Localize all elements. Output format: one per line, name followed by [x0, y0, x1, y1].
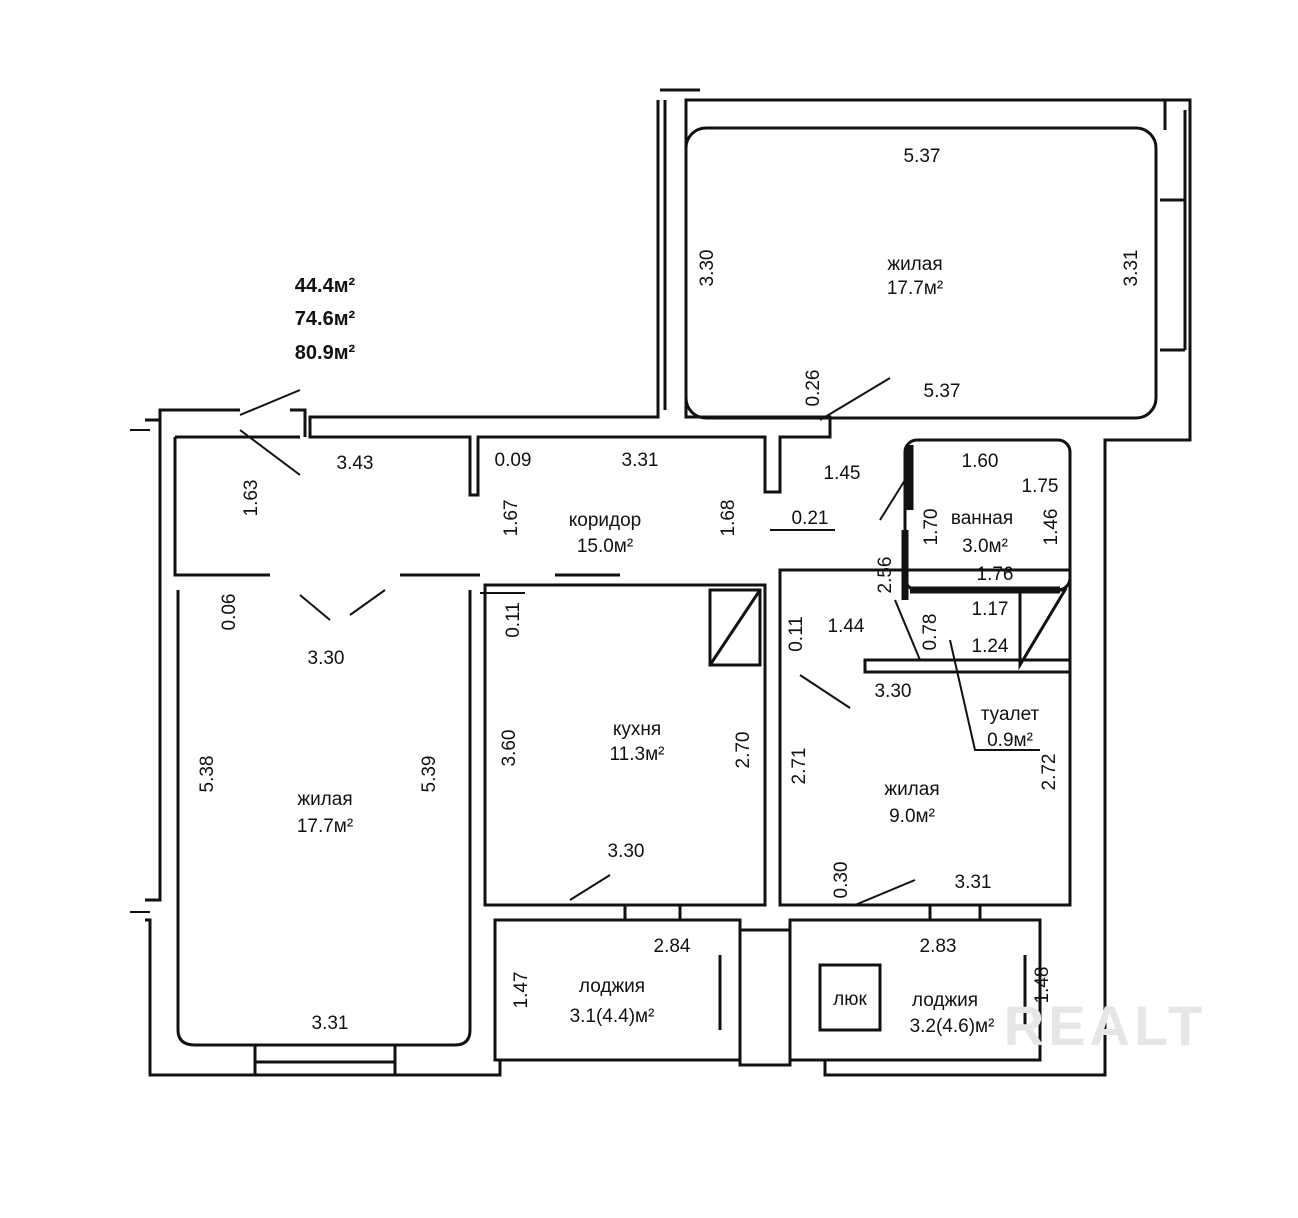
- dimensions: 5.37 3.30 3.31 0.26 5.37 3.43 0.09 3.31 …: [197, 146, 1142, 1034]
- room-name: коридор: [569, 510, 642, 531]
- dimension: 0.30: [831, 862, 852, 899]
- dimension: 1.47: [511, 972, 532, 1009]
- dimension: 1.44: [828, 616, 865, 637]
- dimension: 1.68: [718, 500, 739, 537]
- dimension: 2.84: [654, 936, 691, 957]
- room-area: 3.2(4.6)м²: [910, 1016, 995, 1037]
- room-name: жилая: [884, 779, 939, 800]
- dimension: 3.30: [608, 841, 645, 862]
- shaft-box: [818, 963, 882, 1032]
- room-area: 0.9м²: [987, 730, 1033, 751]
- room-name: жилая: [887, 254, 942, 275]
- dimension: 1.60: [962, 451, 999, 472]
- dimension: 0.11: [786, 616, 807, 652]
- dimension: 3.31: [622, 450, 659, 471]
- room-area: 3.0м²: [962, 536, 1008, 557]
- dimension: 1.76: [977, 564, 1014, 585]
- dimension: 2.72: [1039, 754, 1060, 791]
- room-name: жилая: [297, 789, 352, 810]
- dimension: 1.70: [921, 509, 942, 546]
- dimension: 0.09: [495, 450, 532, 471]
- dimension: 3.60: [499, 730, 520, 767]
- dimension: 5.37: [924, 381, 961, 402]
- dimension: 3.30: [875, 681, 912, 702]
- area-totals: 44.4м² 74.6м² 80.9м²: [295, 275, 356, 364]
- room-name: туалет: [981, 704, 1040, 725]
- realt-watermark: REALT: [1004, 994, 1207, 1057]
- room-area: 9.0м²: [889, 806, 935, 827]
- room-area: 11.3м²: [610, 744, 665, 765]
- dimension: 0.78: [920, 614, 941, 651]
- dimension: 1.63: [241, 480, 262, 517]
- dimension: 1.46: [1041, 509, 1062, 546]
- dimension: 3.30: [308, 648, 345, 669]
- dimension: 3.31: [1121, 250, 1142, 287]
- dimension: 3.43: [337, 453, 374, 474]
- total-living-area: 44.4м²: [295, 275, 356, 297]
- dimension: 1.67: [501, 500, 522, 537]
- dimension: 5.37: [904, 146, 941, 167]
- room-name: лоджия: [912, 990, 978, 1011]
- room-labels: жилая 17.7м² коридор 15.0м² ванная 3.0м²…: [297, 254, 1040, 1037]
- dimension: 1.75: [1022, 476, 1059, 497]
- dimension: 2.71: [789, 748, 810, 785]
- total-area-with-loggias: 80.9м²: [295, 342, 356, 364]
- dimension: 1.24: [972, 636, 1009, 657]
- room-name: лоджия: [579, 976, 645, 997]
- dimension: 1.17: [972, 599, 1009, 620]
- dimension: 1.45: [824, 463, 861, 484]
- room-outline-living-top: [684, 126, 1158, 420]
- dimension: 0.06: [219, 594, 240, 631]
- dimension: 5.38: [197, 756, 218, 793]
- room-area: 3.1(4.4)м²: [570, 1006, 655, 1027]
- dimension: 3.30: [697, 250, 718, 287]
- dimension: 3.31: [955, 872, 992, 893]
- room-area: 17.7м²: [887, 278, 943, 299]
- dimension: 1.48: [1032, 967, 1053, 1004]
- walls: [130, 88, 1192, 1077]
- dimension: 2.70: [733, 732, 754, 769]
- room-area: 15.0м²: [577, 536, 633, 557]
- total-area: 74.6м²: [295, 308, 356, 330]
- dimension: 5.39: [419, 756, 440, 793]
- dimension: 0.26: [803, 370, 824, 407]
- dimension: 0.21: [792, 508, 829, 529]
- dimension: 2.83: [920, 936, 957, 957]
- room-area: 17.7м²: [297, 816, 353, 837]
- shaft-label: люк: [833, 989, 867, 1010]
- room-name: ванная: [951, 508, 1013, 529]
- room-outline-living-small: [778, 568, 1072, 907]
- dimension: 2.56: [875, 557, 896, 594]
- room-name: кухня: [613, 719, 661, 740]
- dimension: 3.31: [312, 1013, 349, 1034]
- dimension: 0.11: [503, 602, 524, 638]
